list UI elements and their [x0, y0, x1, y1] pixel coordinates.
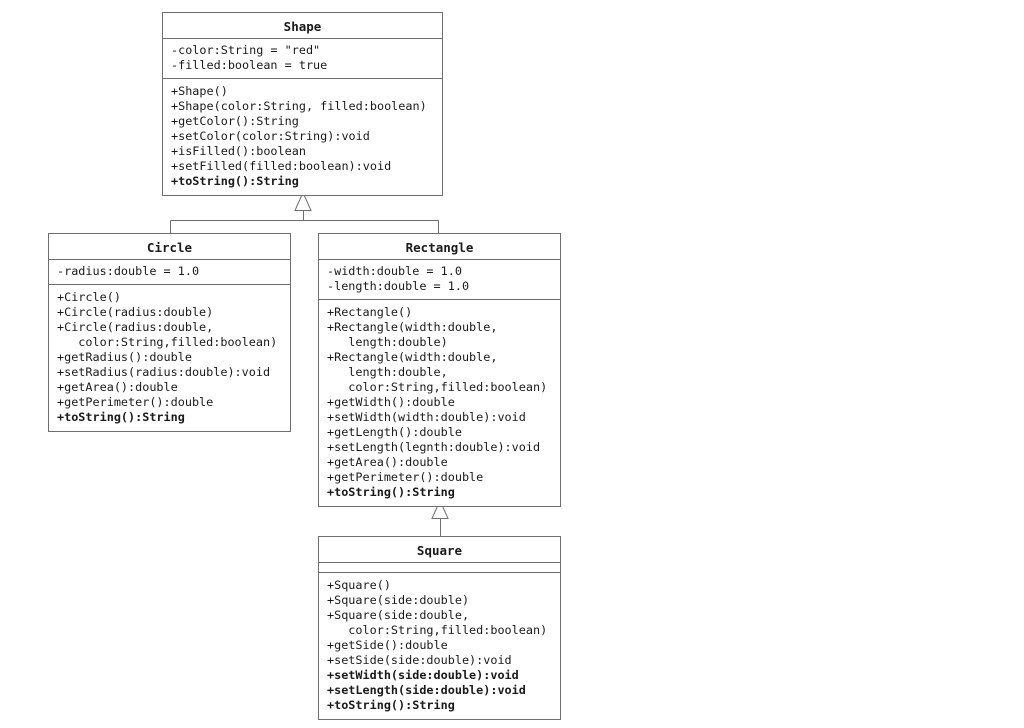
- method-line: +getRadius():double: [57, 350, 192, 364]
- method-line: +Square(side:double): [327, 593, 470, 607]
- method-line: +setWidth(side:double):void: [327, 668, 519, 682]
- method-line: +getSide():double: [327, 638, 448, 652]
- method-line: +Rectangle(): [327, 305, 413, 319]
- class-attributes: -width:double = 1.0-length:double = 1.0: [319, 260, 560, 300]
- class-title: Rectangle: [319, 234, 560, 260]
- method-line: +setWidth(width:double):void: [327, 410, 526, 424]
- class-box-rectangle: Rectangle -width:double = 1.0-length:dou…: [318, 233, 561, 507]
- method-line: +getWidth():double: [327, 395, 455, 409]
- method-line: +Circle(): [57, 290, 121, 304]
- attribute-line: -width:double = 1.0: [327, 264, 462, 278]
- method-line: +Shape(color:String, filled:boolean): [171, 99, 427, 113]
- method-line: +setLength(legnth:double):void: [327, 440, 541, 454]
- method-line: length:double,: [327, 365, 448, 379]
- method-line: +Circle(radius:double,: [57, 320, 214, 334]
- class-methods: +Circle()+Circle(radius:double)+Circle(r…: [49, 285, 290, 431]
- method-line: +getArea():double: [57, 380, 178, 394]
- class-box-shape: Shape -color:String = "red"-filled:boole…: [162, 12, 443, 196]
- method-line: length:double): [327, 335, 448, 349]
- method-line: +Rectangle(width:double,: [327, 350, 498, 364]
- class-title: Square: [319, 537, 560, 563]
- method-line: +getArea():double: [327, 455, 448, 469]
- method-line: +toString():String: [171, 174, 299, 188]
- method-line: +toString():String: [327, 485, 455, 499]
- method-line: +toString():String: [57, 410, 185, 424]
- class-attributes: [319, 563, 560, 573]
- class-methods: +Shape()+Shape(color:String, filled:bool…: [163, 79, 442, 195]
- method-line: +Circle(radius:double): [57, 305, 214, 319]
- class-box-square: Square +Square()+Square(side:double)+Squ…: [318, 536, 561, 720]
- class-box-circle: Circle -radius:double = 1.0 +Circle()+Ci…: [48, 233, 291, 432]
- method-line: +getPerimeter():double: [327, 470, 484, 484]
- class-title: Shape: [163, 13, 442, 39]
- inheritance-arrow-shape: [170, 191, 439, 233]
- class-attributes: -radius:double = 1.0: [49, 260, 290, 285]
- method-line: +setRadius(radius:double):void: [57, 365, 271, 379]
- method-line: +Square(): [327, 578, 391, 592]
- method-line: +Shape(): [171, 84, 228, 98]
- class-attributes: -color:String = "red"-filled:boolean = t…: [163, 39, 442, 79]
- method-line: color:String,filled:boolean): [57, 335, 278, 349]
- class-methods: +Square()+Square(side:double)+Square(sid…: [319, 573, 560, 719]
- method-line: +isFilled():boolean: [171, 144, 306, 158]
- method-line: +setColor(color:String):void: [171, 129, 370, 143]
- method-line: +Rectangle(width:double,: [327, 320, 498, 334]
- method-line: color:String,filled:boolean): [327, 623, 548, 637]
- class-title: Circle: [49, 234, 290, 260]
- attribute-line: -length:double = 1.0: [327, 279, 470, 293]
- method-line: +setLength(side:double):void: [327, 683, 526, 697]
- method-line: +setFilled(filled:boolean):void: [171, 159, 392, 173]
- method-line: +toString():String: [327, 698, 455, 712]
- class-methods: +Rectangle()+Rectangle(width:double, len…: [319, 300, 560, 506]
- attribute-line: -color:String = "red": [171, 43, 321, 57]
- method-line: +Square(side:double,: [327, 608, 470, 622]
- method-line: +setSide(side:double):void: [327, 653, 512, 667]
- method-line: color:String,filled:boolean): [327, 380, 548, 394]
- method-line: +getLength():double: [327, 425, 462, 439]
- attribute-line: -radius:double = 1.0: [57, 264, 200, 278]
- method-line: +getColor():String: [171, 114, 299, 128]
- method-line: +getPerimeter():double: [57, 395, 214, 409]
- attribute-line: -filled:boolean = true: [171, 58, 328, 72]
